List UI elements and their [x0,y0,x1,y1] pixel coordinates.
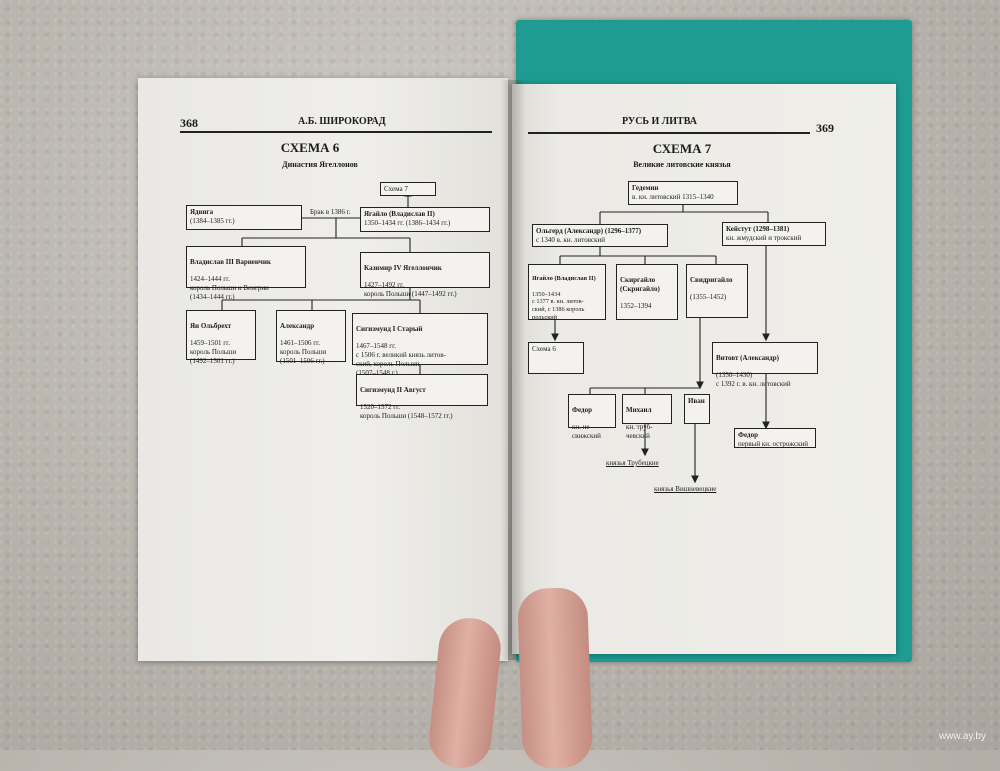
keistut-name: Кейстут (1298–1381) [726,225,790,233]
vitovt-name: Витовт (Александр) [716,353,779,362]
jagiello-detail-right: 1350–1434 с 1377 в. кн. литов- ский, с 1… [532,290,585,322]
vishnevetskie-label: князья Вишневецкие [654,485,717,493]
left-page [138,78,508,661]
sigismund2-box: Сигизмунд II Август 1520–1572 гг. король… [356,374,488,420]
fedor-ostrog-detail: первый кн. острожский [738,439,808,448]
jadwiga-name: Ядвига [190,208,214,216]
mikhail-box: Михаил кн. труб- чевский [622,394,672,440]
wladyslaw3-name: Владислав III Варненчик [190,257,271,266]
svidrigailo-detail: (1355–1452) [690,293,727,302]
schema7-connectors [551,204,770,484]
jan-olbracht-name: Ян Ольбрехт [190,321,232,330]
mikhail-detail: кн. труб- чевский [626,423,653,440]
finger-right [516,586,594,770]
schema6-title: СХЕМА 6 [280,140,340,155]
trubetskie-label: князья Трубецкие [606,459,659,467]
fedor-nesvizh-box: Федор кн. не- свижский [568,394,616,440]
olgerd-name: Ольгерд (Александр) (1296–1377) [536,227,642,235]
olgerd-box: Ольгерд (Александр) (1296–1377) с 1340 в… [532,224,668,247]
ivan-box: Иван [684,394,710,424]
jagiello-detail-left: 1350–1434 гг. (1386–1434 гг.) [364,218,451,227]
schema6-reference-label: Схема 6 [532,345,556,353]
vitovt-detail: (1350–1430) с 1392 г. в. кн. литовский [716,371,791,388]
kazimierz4-detail: 1427–1492 гг. король Польши (1447–1492 г… [364,281,457,298]
page-number-left: 368 [180,116,198,130]
jan-olbracht-detail: 1459–1501 гг. король Польши (1492–1501 г… [190,339,237,365]
schema7-title: СХЕМА 7 [652,141,712,156]
svidrigailo-box: Свидригайло (1355–1452) [686,264,748,318]
schema7-reference-box: Схема 7 [380,182,436,196]
jagiello-box-right: Ягайло (Владислав II) 1350–1434 с 1377 в… [528,264,606,322]
jan-olbracht-box: Ян Ольбрехт 1459–1501 гг. король Польши … [186,310,256,365]
page-number-right: 369 [816,121,834,135]
gediminas-name: Гедемин [632,184,659,192]
schema7-reference-label: Схема 7 [384,185,408,193]
svidrigailo-name: Свидригайло [690,275,733,284]
wladyslaw3-detail: 1424–1444 гг. король Польши и Венгрии (1… [190,275,269,301]
mikhail-name: Михаил [626,405,652,414]
jagiello-name-left: Ягайло (Владислав II) [364,210,435,218]
keistut-detail: кн. жмудский и трокский [726,233,802,242]
skirgailo-box: Скиргайло (Скригайло) 1352–1394 [616,264,678,320]
sigismund1-box: Сигизмунд I Старый 1467–1548 гг. с 1506 … [352,313,488,377]
sigismund1-detail: 1467–1548 гг. с 1506 г. великий князь ли… [356,342,446,377]
fedor-ostrog-box: Федор первый кн. острожский [734,428,816,448]
running-head-right: РУСЬ И ЛИТВА [622,116,697,127]
watermark: www.ay.by [938,731,986,742]
aleksandr-box: Александр 1461–1506 гг. король Польши (1… [276,310,346,365]
fedor-nesvizh-detail: кн. не- свижский [572,423,601,440]
keistut-box: Кейстут (1298–1381) кн. жмудский и трокс… [722,222,826,246]
running-head-left: А.Б. ШИРОКОРАД [298,116,386,127]
schema6-reference-box: Схема 6 [528,342,584,374]
skirgailo-name: Скиргайло (Скригайло) [620,275,660,293]
jadwiga-detail: (1384–1385 гг.) [190,216,235,225]
schema7-subtitle: Великие литовские князья [633,160,731,169]
fedor-ostrog-name: Федор [738,431,758,439]
book-gutter [500,80,526,660]
aleksandr-name: Александр [280,321,315,330]
olgerd-detail: с 1340 в. кн. литовский [536,235,606,244]
wladyslaw3-box: Владислав III Варненчик 1424–1444 гг. ко… [186,246,306,301]
sigismund2-name: Сигизмунд II Август [360,385,426,394]
marriage-label: Брак в 1386 г. [310,208,351,216]
aleksandr-detail: 1461–1506 гг. король Польши (1501–1506 г… [280,339,327,365]
vitovt-box: Витовт (Александр) (1350–1430) с 1392 г.… [712,342,818,388]
kazimierz4-name: Казимир IV Ягеллончик [364,263,442,272]
sigismund1-name: Сигизмунд I Старый [356,324,423,333]
kazimierz4-box: Казимир IV Ягеллончик 1427–1492 гг. коро… [360,252,490,298]
jadwiga-box: Ядвига (1384–1385 гг.) [186,205,302,230]
gediminas-box: Гедемин в. кн. литовский 1315–1340 [628,181,738,205]
jagiello-box-left: Ягайло (Владислав II) 1350–1434 гг. (138… [360,207,490,232]
gediminas-detail: в. кн. литовский 1315–1340 [632,192,714,201]
skirgailo-detail: 1352–1394 [620,302,652,310]
header-rule-left [180,131,492,133]
sigismund2-detail: 1520–1572 гг. король Польши (1548–1572 г… [360,403,453,420]
fedor-nesvizh-name: Федор [572,405,592,414]
header-rule-right [528,132,810,134]
ivan-name: Иван [688,397,705,405]
schema6-subtitle: Династия Ягеллонов [282,160,358,169]
jagiello-name-right: Ягайло (Владислав II) [532,274,596,282]
